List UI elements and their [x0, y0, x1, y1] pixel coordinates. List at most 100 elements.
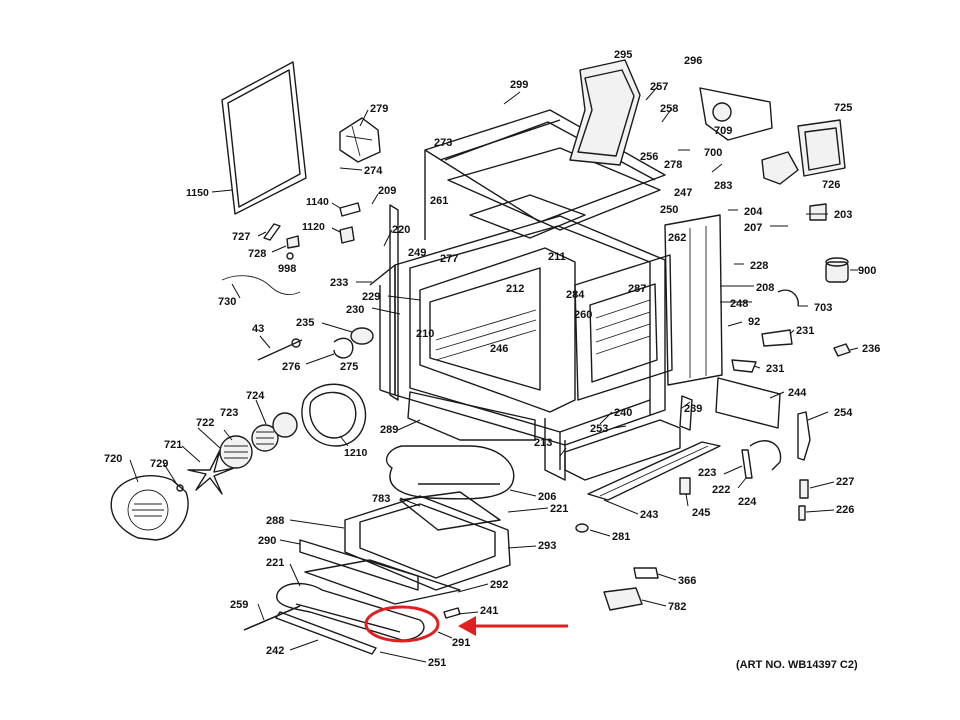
callout-729: 729	[150, 458, 168, 470]
callout-256: 256	[640, 151, 658, 163]
probe-43-part	[257, 338, 303, 361]
callout-254: 254	[834, 407, 853, 419]
callout-220: 220	[392, 224, 410, 236]
callout-262: 262	[668, 232, 686, 244]
callout-296: 296	[684, 55, 702, 67]
element-1210-part	[301, 383, 367, 447]
callout-231b: 231	[766, 363, 784, 375]
callout-260: 260	[574, 309, 592, 321]
callout-207: 207	[744, 222, 762, 234]
trim-243-part	[587, 441, 721, 501]
hose-276-part	[333, 337, 354, 359]
callout-240: 240	[614, 407, 632, 419]
rod-259-part	[243, 605, 301, 631]
pan-290-part	[299, 539, 419, 591]
callout-709: 709	[714, 125, 732, 137]
callout-223: 223	[698, 467, 716, 479]
callout-724: 724	[246, 390, 265, 402]
callout-273: 273	[434, 137, 452, 149]
side-wrap-part	[389, 204, 399, 401]
callout-236: 236	[862, 343, 880, 355]
callout-224: 224	[738, 496, 757, 508]
bracket-231a-part	[761, 329, 793, 347]
panel-244-part	[715, 377, 781, 429]
callout-278: 278	[664, 159, 682, 171]
fan-blade-722-part	[187, 449, 235, 495]
callout-209: 209	[378, 185, 396, 197]
callout-230: 230	[346, 304, 364, 316]
callout-284: 284	[566, 289, 585, 301]
wire-730-part	[221, 275, 301, 295]
callout-212: 212	[506, 283, 524, 295]
callout-275: 275	[340, 361, 358, 373]
callout-228: 228	[750, 260, 768, 272]
glide-241-part	[443, 607, 461, 619]
callout-290: 290	[258, 535, 276, 547]
callout-247: 247	[674, 187, 692, 199]
hinge-254-part	[797, 411, 811, 461]
hinge-224-part	[741, 440, 782, 479]
capacitor-900-part	[825, 257, 849, 283]
callout-274: 274	[364, 165, 383, 177]
element-206-part	[386, 445, 515, 500]
callout-783: 783	[372, 493, 390, 505]
callout-250: 250	[660, 204, 678, 216]
callout-720: 720	[104, 453, 122, 465]
callout-251: 251	[428, 657, 446, 669]
callout-700: 700	[704, 147, 722, 159]
bracket-296-part	[699, 87, 773, 141]
cover-724b-part	[272, 412, 298, 438]
callout-782: 782	[668, 601, 686, 613]
shield-289-part	[407, 391, 536, 441]
latch-assembly-part	[339, 117, 381, 163]
switch-203-part	[809, 203, 827, 221]
callout-222: 222	[712, 484, 730, 496]
foot-281-part	[575, 523, 589, 533]
oven-body-part	[369, 109, 666, 481]
callout-226: 226	[836, 504, 854, 516]
element-221b-part	[276, 582, 425, 641]
callout-221a: 221	[550, 503, 568, 515]
callout-258: 258	[660, 103, 678, 115]
callout-279: 279	[370, 103, 388, 115]
callout-721: 721	[164, 439, 182, 451]
pan-292-part	[304, 559, 461, 605]
clip-703-part	[777, 289, 799, 307]
callout-241: 241	[480, 605, 498, 617]
callout-243: 243	[640, 509, 658, 521]
callout-210: 210	[416, 328, 434, 340]
bracket-231b-part	[731, 359, 757, 373]
bracket-728-part	[286, 235, 300, 249]
callout-276: 276	[282, 361, 300, 373]
cover-723-part	[219, 435, 253, 469]
callout-249: 249	[408, 247, 426, 259]
callout-261: 261	[430, 195, 448, 207]
rail-240-part	[564, 419, 681, 481]
switch-726-part	[761, 151, 799, 185]
bracket-366-part	[633, 567, 659, 579]
callout-277: 277	[440, 253, 458, 265]
callout-221b: 221	[266, 557, 284, 569]
screw-729-part	[176, 484, 184, 492]
callout-900: 900	[858, 265, 876, 277]
callout-287: 287	[628, 283, 646, 295]
callout-233: 233	[330, 277, 348, 289]
callout-725: 725	[834, 102, 852, 114]
callout-253: 253	[590, 423, 608, 435]
callout-1150: 1150	[186, 187, 209, 199]
callout-726: 726	[822, 179, 840, 191]
callout-728: 728	[248, 248, 266, 260]
callout-245: 245	[692, 507, 710, 519]
clip-236-part	[833, 343, 851, 357]
callout-92: 92	[748, 316, 760, 328]
bracket-1140-part	[339, 202, 361, 217]
box-782-part	[603, 587, 643, 611]
callout-281: 281	[612, 531, 630, 543]
right-panel-part	[574, 214, 723, 401]
part-226-part	[798, 505, 806, 521]
callout-246: 246	[490, 343, 508, 355]
callout-204: 204	[744, 206, 763, 218]
callout-43: 43	[252, 323, 264, 335]
callout-235: 235	[296, 317, 314, 329]
callout-283: 283	[714, 180, 732, 192]
